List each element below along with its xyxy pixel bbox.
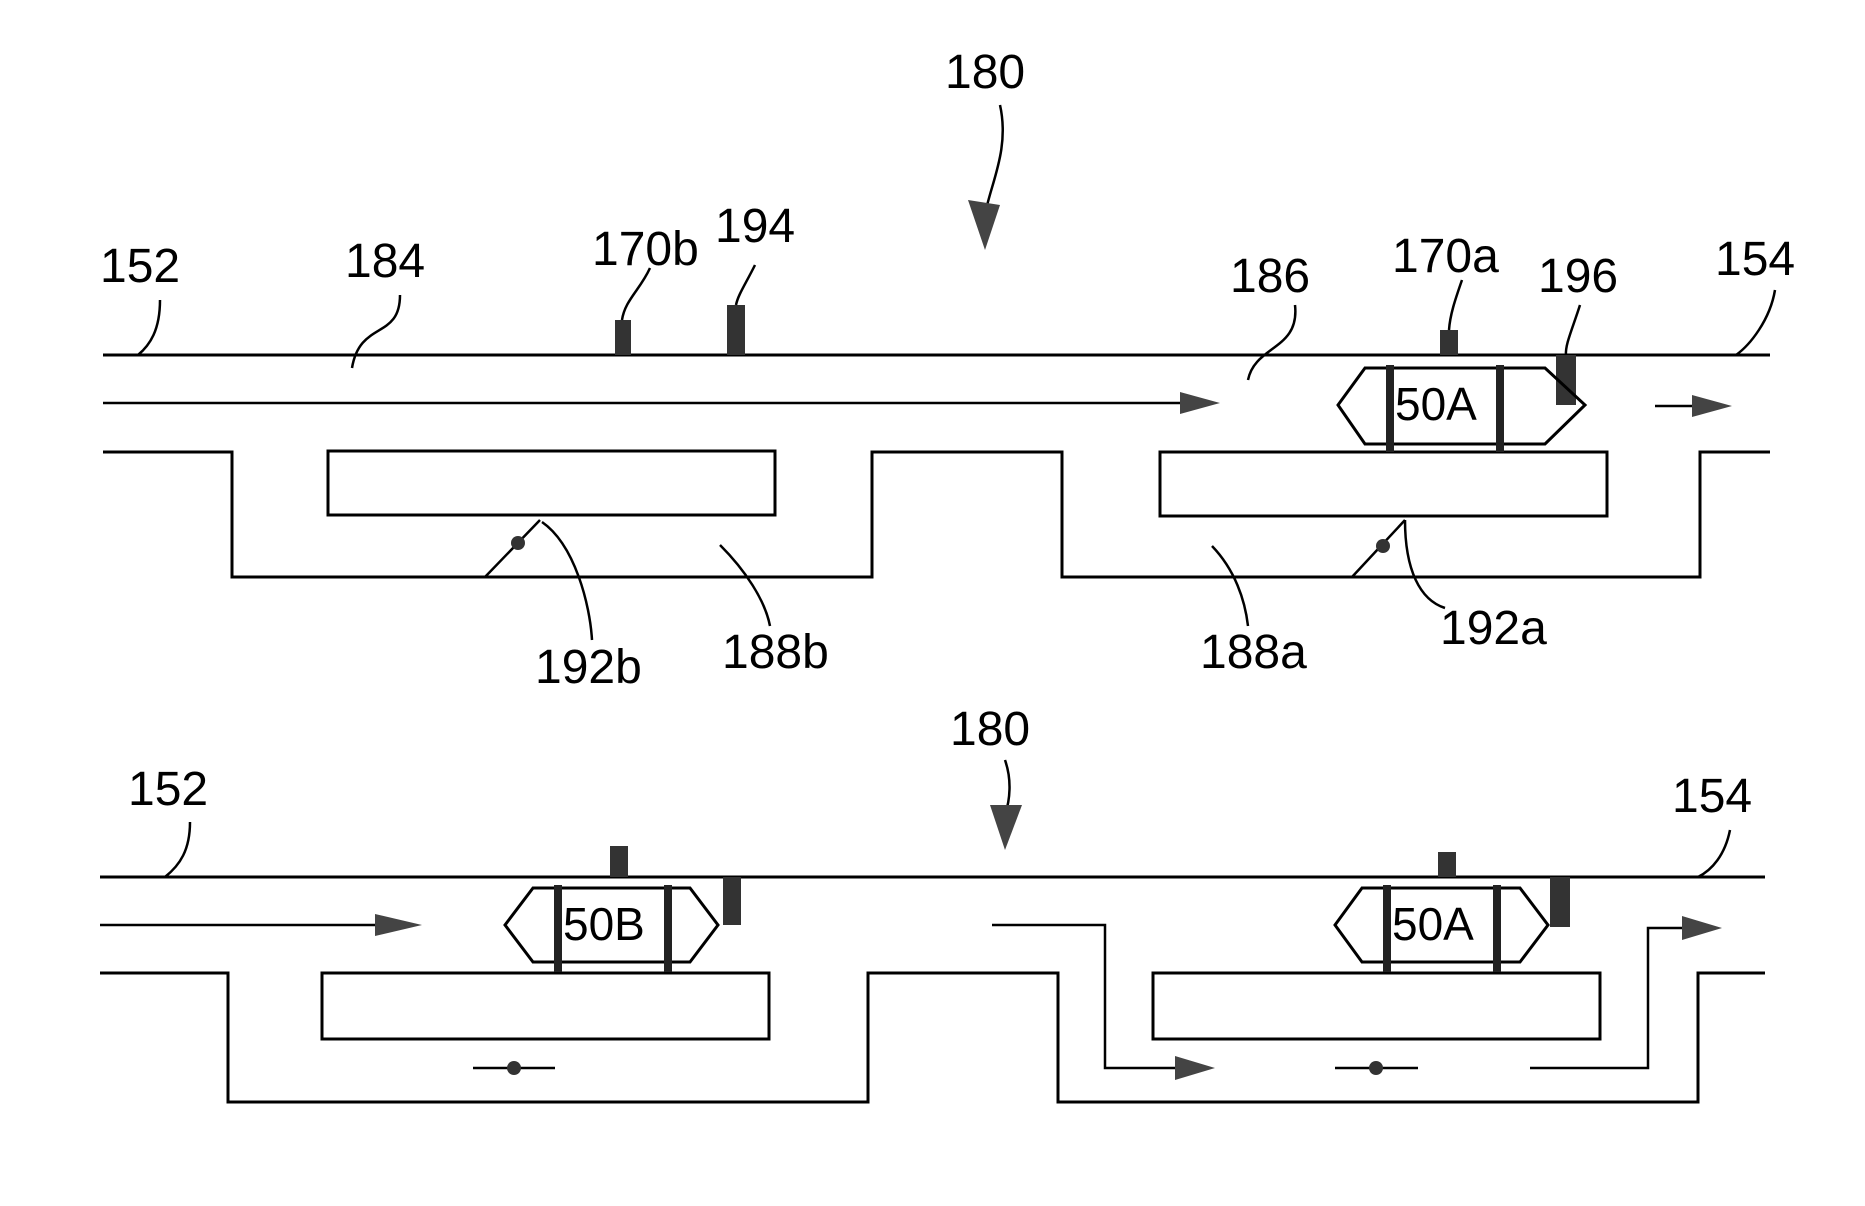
top-label-188a: 188a <box>1200 626 1307 679</box>
top-label-184: 184 <box>345 235 425 288</box>
valve-pivot <box>1376 539 1390 553</box>
bottom-exit-flow-line <box>1530 928 1690 1068</box>
bottom-diagram: 180 50B 50A <box>100 703 1765 1102</box>
top-leader-194 <box>736 265 755 305</box>
top-label-170a: 170a <box>1392 230 1499 283</box>
top-flow-arrowhead <box>1180 392 1220 414</box>
bottom-label-154: 154 <box>1672 770 1752 823</box>
top-label-194: 194 <box>715 200 795 253</box>
valve-pivot <box>1369 1061 1383 1075</box>
top-vehicle-50a: 50A <box>1338 365 1585 452</box>
top-leader-170a <box>1449 280 1462 330</box>
top-leader-188a <box>1212 546 1248 626</box>
top-island-left <box>328 451 775 515</box>
bottom-island-right <box>1153 973 1600 1039</box>
top-leader-192b <box>542 522 592 640</box>
bottom-ref-180: 180 <box>950 703 1030 756</box>
valve-pivot <box>511 536 525 550</box>
top-leader-154 <box>1736 290 1775 355</box>
bottom-vehicle-50b-label: 50B <box>563 898 645 950</box>
bottom-leader-152 <box>165 822 190 877</box>
bottom-bypass-flow-line <box>992 925 1185 1068</box>
bottom-vehicle-50a: 50A <box>1335 885 1548 972</box>
valve-flap <box>485 520 540 577</box>
top-ref-180-arrowhead <box>968 200 1000 250</box>
bottom-leader-154 <box>1698 830 1730 877</box>
bottom-sensor-right-top <box>1438 852 1456 877</box>
top-vehicle-50a-label: 50A <box>1395 378 1477 430</box>
top-label-154: 154 <box>1715 233 1795 286</box>
bottom-exit-flow-arrowhead <box>1682 916 1722 940</box>
top-label-196: 196 <box>1538 250 1618 303</box>
bottom-label-152: 152 <box>128 763 208 816</box>
valve-pivot <box>507 1061 521 1075</box>
top-diagram: 180 50A <box>100 46 1795 694</box>
top-leader-186 <box>1248 305 1295 380</box>
top-label-152: 152 <box>100 240 180 293</box>
top-leader-184 <box>352 295 400 368</box>
top-leader-192a <box>1405 520 1445 608</box>
top-ref-180-leader <box>985 105 1003 215</box>
bottom-ref-180-arrowhead <box>990 805 1022 850</box>
bottom-sensor-right-side <box>1550 877 1570 927</box>
bottom-bypass-flow-arrowhead <box>1175 1056 1215 1080</box>
bottom-flow-arrowhead <box>375 914 422 936</box>
top-label-188b: 188b <box>722 626 829 679</box>
bottom-sensor-left-side <box>723 877 741 925</box>
top-exit-arrowhead <box>1692 395 1732 417</box>
top-island-right <box>1160 452 1607 516</box>
bottom-vehicle-50b: 50B <box>505 885 718 972</box>
top-sensor-194 <box>727 305 745 355</box>
top-label-186: 186 <box>1230 250 1310 303</box>
top-sensor-170b <box>615 320 631 355</box>
bottom-valve-right <box>1335 1061 1418 1075</box>
top-label-192b: 192b <box>535 641 642 694</box>
bottom-island-left <box>322 973 769 1039</box>
top-leader-196 <box>1566 305 1580 355</box>
bottom-vehicle-50a-label: 50A <box>1392 898 1474 950</box>
top-label-192a: 192a <box>1440 602 1547 655</box>
top-ref-180: 180 <box>945 46 1025 99</box>
top-leader-152 <box>138 300 160 355</box>
bottom-valve-left <box>473 1061 555 1075</box>
top-leader-188b <box>720 545 770 626</box>
bottom-sensor-left-top <box>610 846 628 877</box>
top-valve-192b <box>485 520 540 577</box>
top-valve-192a <box>1352 520 1405 577</box>
top-sensor-170a <box>1440 330 1458 355</box>
top-label-170b: 170b <box>592 223 699 276</box>
